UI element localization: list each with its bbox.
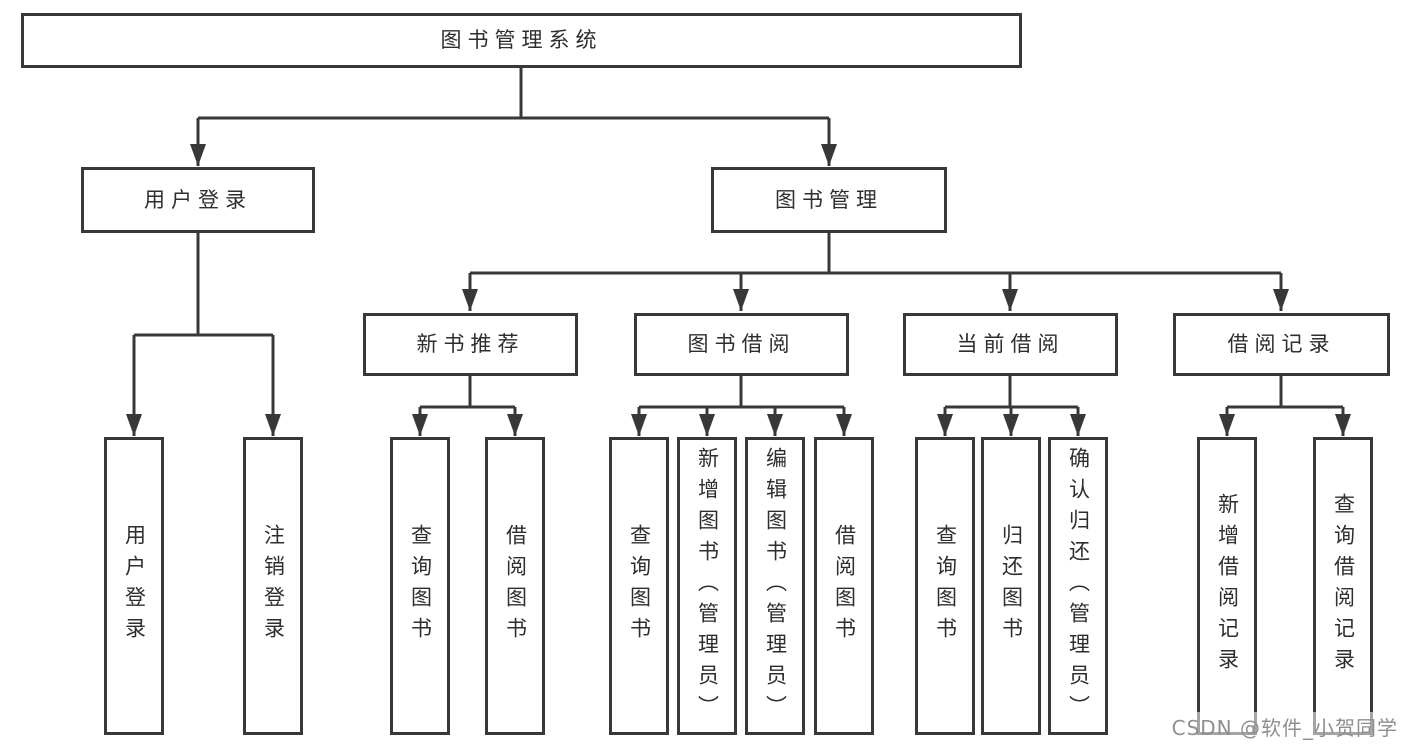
node-query-books-recommend: 查询图书 xyxy=(390,437,450,735)
node-borrow-books-recommend: 借阅图书 xyxy=(485,437,545,735)
node-borrow-books-leaf: 借阅图书 xyxy=(814,437,874,735)
node-confirm-return-admin: 确认归还（管理员） xyxy=(1048,437,1108,735)
node-user-login: 用户登录 xyxy=(81,167,315,233)
connector-trunks xyxy=(134,66,1343,409)
node-query-books-current: 查询图书 xyxy=(915,437,975,735)
node-edit-book-admin: 编辑图书（管理员） xyxy=(745,437,805,735)
node-borrow-record: 借阅记录 xyxy=(1173,313,1390,376)
watermark: CSDN @软件_小贺同学 xyxy=(1168,712,1401,741)
node-query-books-borrow: 查询图书 xyxy=(609,437,669,735)
node-new-book-recommend: 新书推荐 xyxy=(363,313,578,376)
node-return-book: 归还图书 xyxy=(981,437,1041,735)
node-user-login-leaf: 用户登录 xyxy=(104,437,164,735)
node-add-book-admin: 新增图书（管理员） xyxy=(677,437,737,735)
node-book-manage: 图书管理 xyxy=(711,167,947,233)
node-root: 图书管理系统 xyxy=(21,13,1022,68)
node-book-borrow: 图书借阅 xyxy=(634,313,849,376)
node-query-borrow-record: 查询借阅记录 xyxy=(1313,437,1373,735)
node-add-borrow-record: 新增借阅记录 xyxy=(1197,437,1257,735)
node-logout-leaf: 注销登录 xyxy=(243,437,303,735)
node-current-borrow: 当前借阅 xyxy=(903,313,1118,376)
